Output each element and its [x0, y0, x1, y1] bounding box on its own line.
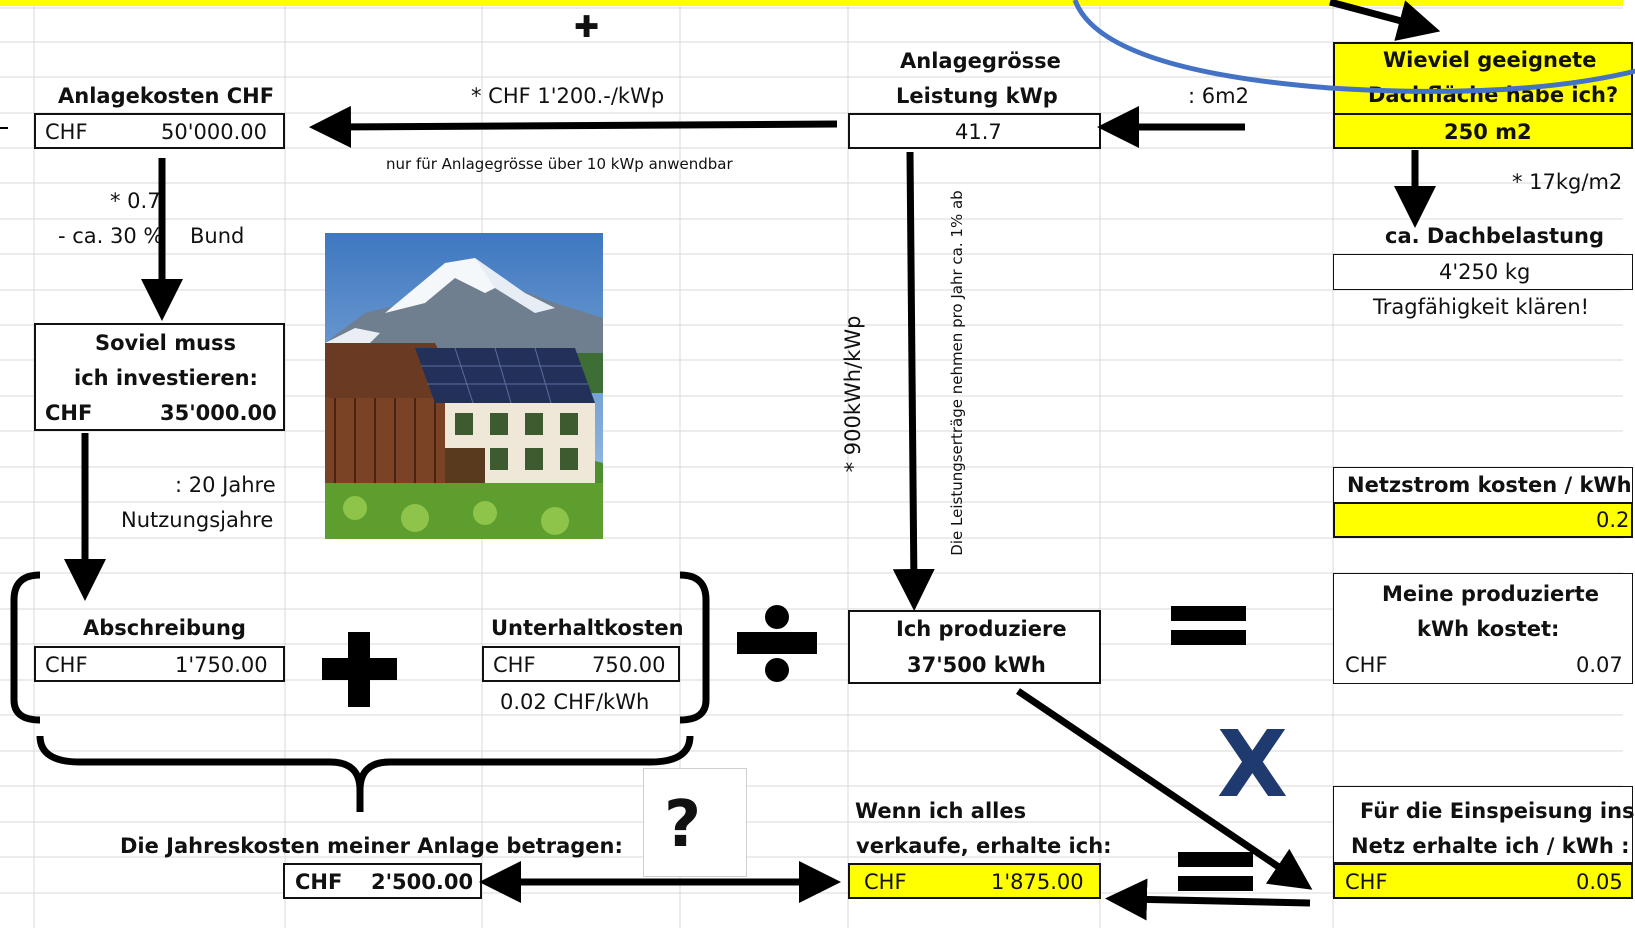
feed-in-line2: Netz erhalte ich / kWh : — [1351, 834, 1630, 858]
yield-decrease-note-vertical: Die Leistungserträge nehmen pro Jahr ca.… — [948, 190, 966, 556]
system-cost-title: Anlagekosten CHF — [58, 84, 275, 108]
maintenance-per-kwh: 0.02 CHF/kWh — [500, 690, 650, 714]
system-size-subtitle: Leistung kWp — [896, 84, 1058, 108]
divide-6m2-label: : 6m2 — [1188, 84, 1249, 108]
annual-cost-value: 2'500.00 — [371, 870, 474, 894]
sell-all-value: 1'875.00 — [991, 870, 1084, 894]
own-kwh-cost-currency: CHF — [1345, 653, 1388, 677]
depreciation-value: 1'750.00 — [175, 653, 268, 677]
factor-07-label: * 0.7 — [110, 189, 161, 213]
system-size-value: 41.7 — [955, 120, 1002, 144]
grid-power-cost-title: Netzstrom kosten / kWh — [1347, 473, 1632, 497]
feed-in-currency: CHF — [1345, 870, 1388, 894]
maintenance-currency: CHF — [493, 653, 536, 677]
multiply-x-icon: X — [1217, 711, 1288, 818]
investment-line2: ich investieren: — [74, 366, 258, 390]
sell-all-line2: verkaufe, erhalte ich: — [856, 834, 1112, 858]
roof-load-value: 4'250 kg — [1439, 260, 1531, 284]
grid-power-cost-input[interactable] — [1333, 502, 1633, 538]
maintenance-title: Unterhaltkosten — [491, 616, 684, 640]
note-10kwp: nur für Anlagegrösse über 10 kWp anwendb… — [386, 155, 733, 173]
sell-all-line1: Wenn ich alles — [855, 799, 1027, 823]
roof-area-question-line1: Wieviel geeignete — [1383, 48, 1597, 72]
depreciation-title: Abschreibung — [83, 616, 246, 640]
own-kwh-cost-line1: Meine produzierte — [1382, 582, 1599, 606]
investment-currency: CHF — [45, 401, 93, 425]
system-size-cell[interactable] — [848, 113, 1101, 149]
investment-box — [34, 323, 285, 431]
depreciation-cell[interactable] — [34, 646, 285, 682]
sell-all-currency: CHF — [864, 870, 907, 894]
feed-in-cell[interactable] — [1333, 863, 1633, 899]
price-per-kwp-label: * CHF 1'200.-/kWp — [471, 84, 665, 108]
maintenance-cell[interactable] — [482, 646, 680, 682]
depreciation-currency: CHF — [45, 653, 88, 677]
investment-line1: Soviel muss — [95, 331, 237, 355]
annual-cost-cell[interactable] — [283, 863, 482, 899]
system-cost-currency: CHF — [45, 120, 88, 144]
own-kwh-cost-value: 0.07 — [1576, 653, 1623, 677]
feed-in-value: 0.05 — [1576, 870, 1623, 894]
roof-load-note: Tragfähigkeit klären! — [1373, 295, 1590, 319]
feed-in-line1: Für die Einspeisung ins — [1360, 799, 1635, 823]
house-solar-photo — [325, 233, 603, 539]
maintenance-value: 750.00 — [592, 653, 666, 677]
production-title: Ich produziere — [896, 617, 1067, 641]
annual-cost-currency: CHF — [295, 870, 343, 894]
roof-area-input[interactable] — [1333, 113, 1633, 149]
usage-years-label: Nutzungsjahre — [121, 508, 274, 532]
roof-load-title: ca. Dachbelastung — [1385, 224, 1605, 248]
roof-area-value: 250 m2 — [1444, 120, 1532, 144]
annual-cost-title: Die Jahreskosten meiner Anlage betragen: — [120, 834, 623, 858]
production-box — [848, 610, 1101, 684]
investment-value: 35'000.00 — [160, 401, 277, 425]
system-cost-cell[interactable] — [34, 113, 285, 149]
own-kwh-cost-line2: kWh kostet: — [1417, 617, 1560, 641]
feed-in-header — [1333, 786, 1633, 863]
system-size-title: Anlagegrösse — [900, 49, 1061, 73]
production-value: 37'500 kWh — [907, 653, 1046, 677]
subsidy-percent-label: - ca. 30 % — [58, 224, 164, 248]
subsidy-bund-label: Bund — [190, 224, 245, 248]
plus-cursor-icon: ✚ — [574, 10, 600, 45]
question-mark: ? — [664, 788, 702, 862]
system-cost-value: 50'000.00 — [161, 120, 267, 144]
roof-area-question-line2: Dachfläche habe ich? — [1368, 83, 1619, 107]
years-label: : 20 Jahre — [175, 473, 276, 497]
grid-power-cost-value: 0.2 — [1596, 508, 1630, 532]
yield-per-kwp-vertical: * 900kWh/kWp — [841, 315, 865, 473]
weight-factor-label: * 17kg/m2 — [1512, 170, 1623, 194]
own-kwh-cost-box — [1333, 573, 1633, 684]
roof-load-cell[interactable] — [1333, 254, 1633, 290]
